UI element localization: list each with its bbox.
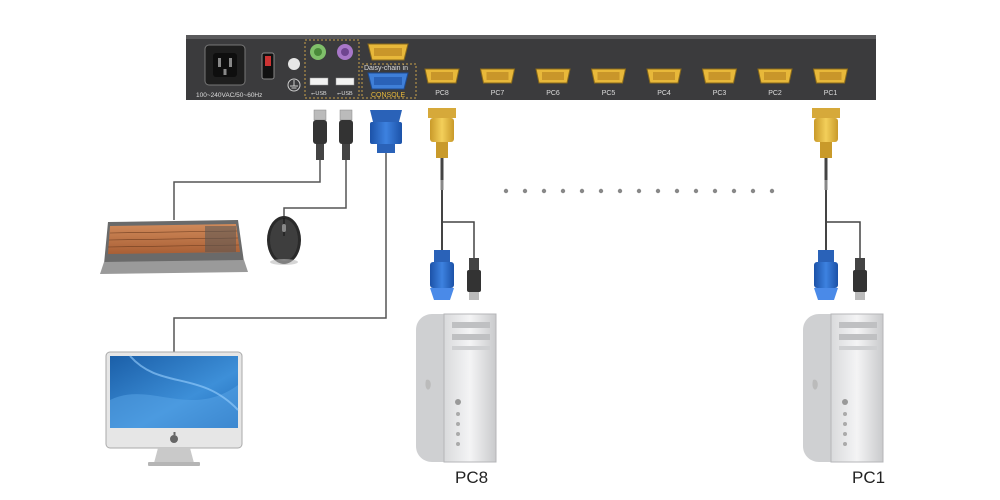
ground-icon (287, 78, 301, 92)
reset-button[interactable] (288, 58, 300, 70)
usb-plug-mouse (339, 109, 353, 160)
ellipsis-dot (750, 188, 756, 194)
vga-port-pc3[interactable]: PC3 (701, 68, 738, 97)
vga-port-pc1[interactable]: PC1 (812, 68, 849, 97)
ellipsis-dot (560, 188, 566, 194)
tower-pc-icon (416, 313, 497, 463)
port-label-pc1: PC1 (824, 90, 838, 97)
ellipsis-dot (598, 188, 604, 194)
ellipsis-dot (522, 188, 528, 194)
power-switch-icon[interactable] (261, 52, 275, 80)
port-label-pc3: PC3 (713, 90, 727, 97)
power-socket-icon (204, 44, 246, 86)
ellipsis-dot (579, 188, 585, 194)
ps2-port-icon[interactable] (310, 44, 353, 60)
port-label-pc4: PC4 (657, 90, 671, 97)
ellipsis-dot (655, 188, 661, 194)
vga-port-pc7[interactable]: PC7 (479, 68, 516, 97)
port-label-pc8: PC8 (435, 90, 449, 97)
usb-plug-keyboard (313, 109, 327, 160)
port-label-pc2: PC2 (768, 90, 782, 97)
pc8-label: PC8 (455, 468, 489, 487)
pc1-cable (812, 108, 867, 300)
pc-port-row: PC8 PC7 PC6 PC5 PC4 PC3 PC2 PC1 (424, 68, 849, 97)
ellipsis-dot (693, 188, 699, 194)
port-label-pc6: PC6 (546, 90, 560, 97)
vga-port-pc2[interactable]: PC2 (757, 68, 793, 97)
monitor-icon (105, 351, 243, 466)
mouse-icon (267, 216, 301, 265)
vga-plug-console (370, 110, 402, 153)
usb-label-2: ⭠USB (337, 91, 353, 97)
vga-port-pc4[interactable]: PC4 (646, 68, 682, 97)
apple-logo-icon (170, 432, 178, 443)
vga-port-pc6[interactable]: PC6 (535, 68, 571, 97)
port-label-pc5: PC5 (602, 90, 616, 97)
ellipsis-dot (731, 188, 737, 194)
port-label-pc7: PC7 (491, 90, 505, 97)
console-vga-port[interactable] (367, 72, 409, 90)
ellipsis-dot (636, 188, 642, 194)
ellipsis-dot (712, 188, 718, 194)
more-ports-ellipsis (503, 188, 775, 194)
ellipsis-dot (674, 188, 680, 194)
kvm-rear-panel: 100~240VAC/50~60Hz ⭠USB (186, 35, 876, 100)
pc1-label: PC1 (852, 468, 886, 487)
ellipsis-dot (617, 188, 623, 194)
console-cables (173, 153, 387, 355)
vga-port-pc5[interactable]: PC5 (590, 68, 627, 97)
usb-label-1: ⭠USB (311, 91, 327, 97)
ellipsis-dot (769, 188, 775, 194)
usb-port-icon[interactable] (309, 77, 355, 86)
ellipsis-dot (503, 188, 509, 194)
keyboard-icon (100, 220, 248, 274)
daisy-chain-label: Daisy-chain in (364, 65, 408, 72)
vga-port-pc8[interactable]: PC8 (424, 68, 460, 97)
pc8-cable (428, 108, 481, 300)
power-spec-label: 100~240VAC/50~60Hz (196, 92, 262, 99)
daisy-chain-port[interactable] (367, 43, 409, 61)
tower-pc-icon (803, 313, 884, 463)
ellipsis-dot (541, 188, 547, 194)
console-label: CONSOLE (371, 92, 406, 99)
